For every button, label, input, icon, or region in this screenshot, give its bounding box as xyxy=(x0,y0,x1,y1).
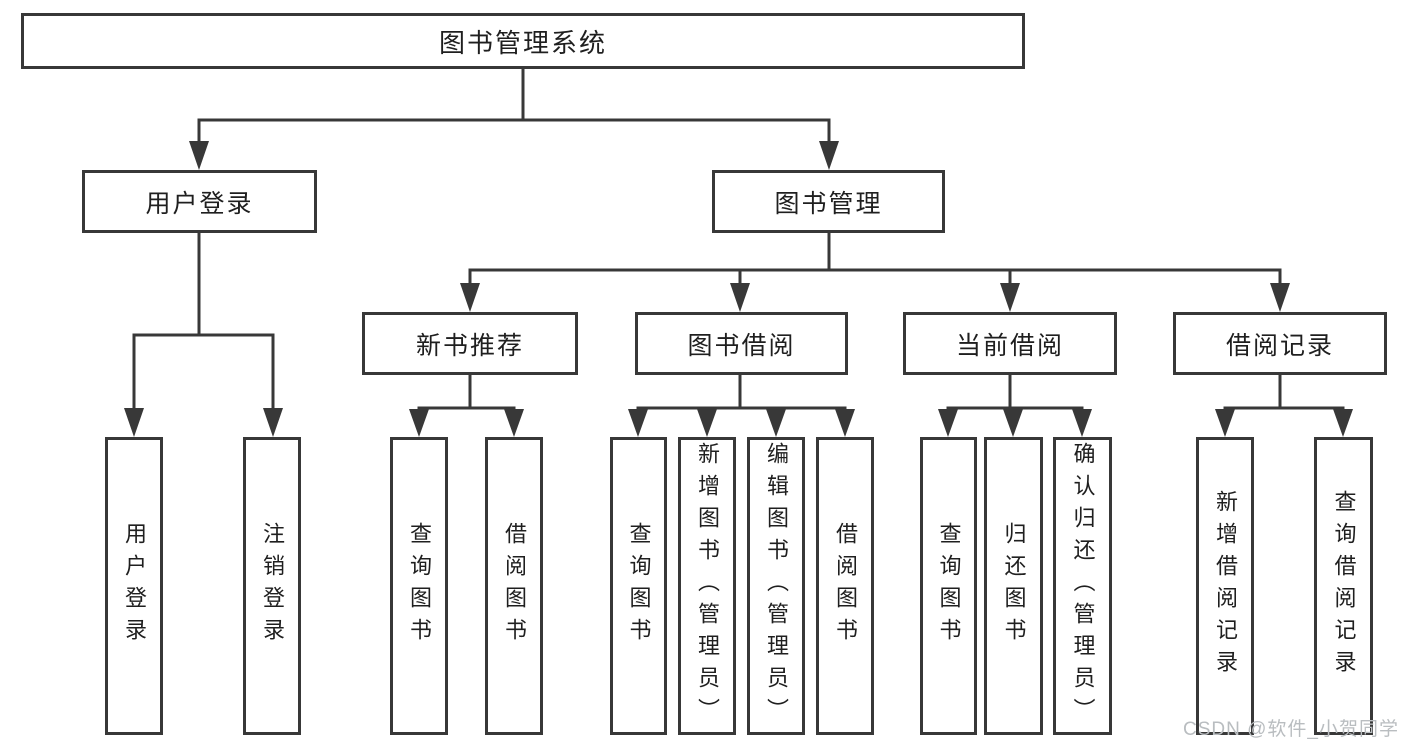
node-leaf-return-books-label: 归还图书 xyxy=(1001,522,1027,650)
node-leaf-query-books-current-label: 查询图书 xyxy=(936,522,962,650)
node-leaf-borrow-books-rec-label: 借阅图书 xyxy=(502,522,527,650)
node-leaf-add-borrow-record: 新增借阅记录 xyxy=(1196,437,1254,735)
node-user-login: 用户登录 xyxy=(82,170,317,233)
node-book-management-label: 图书管理 xyxy=(774,189,883,218)
connector-root-to-level2 xyxy=(189,69,839,170)
node-leaf-user-login-label: 用户登录 xyxy=(122,522,147,650)
node-leaf-edit-books-admin: 编辑图书（管理员） xyxy=(747,437,805,735)
node-leaf-add-books-admin-label: 新增图书（管理员） xyxy=(695,442,720,730)
node-leaf-query-books-rec: 查询图书 xyxy=(390,437,448,735)
node-leaf-add-books-admin: 新增图书（管理员） xyxy=(678,437,736,735)
node-leaf-logout-label: 注销登录 xyxy=(260,522,285,650)
node-leaf-return-books: 归还图书 xyxy=(984,437,1043,735)
node-leaf-query-books-borrow: 查询图书 xyxy=(610,437,667,735)
connector-current-borrow-to-leaves xyxy=(938,375,1092,437)
node-borrowing-records: 借阅记录 xyxy=(1173,312,1387,375)
node-leaf-borrow-books-label: 借阅图书 xyxy=(833,522,858,650)
node-leaf-query-borrow-record: 查询借阅记录 xyxy=(1314,437,1373,735)
connector-borrow-records-to-leaves xyxy=(1215,375,1353,437)
node-book-borrowing: 图书借阅 xyxy=(635,312,848,375)
node-leaf-query-borrow-record-label: 查询借阅记录 xyxy=(1331,490,1357,682)
node-new-book-recommendation: 新书推荐 xyxy=(362,312,578,375)
node-root-label: 图书管理系统 xyxy=(438,27,607,58)
node-leaf-confirm-return-admin: 确认归还（管理员） xyxy=(1053,437,1112,735)
connector-user-login-to-leaves xyxy=(124,233,283,437)
node-leaf-confirm-return-admin-label: 确认归还（管理员） xyxy=(1070,442,1096,730)
connector-book-management-to-level3 xyxy=(460,233,1290,312)
node-leaf-borrow-books: 借阅图书 xyxy=(816,437,874,735)
connector-book-borrow-to-leaves xyxy=(628,375,855,437)
node-leaf-logout: 注销登录 xyxy=(243,437,301,735)
node-leaf-edit-books-admin-label: 编辑图书（管理员） xyxy=(764,442,789,730)
node-borrowing-records-label: 借阅记录 xyxy=(1225,331,1334,360)
node-leaf-borrow-books-rec: 借阅图书 xyxy=(485,437,543,735)
node-new-book-recommendation-label: 新书推荐 xyxy=(415,331,524,360)
node-current-borrowing: 当前借阅 xyxy=(903,312,1117,375)
node-book-management: 图书管理 xyxy=(712,170,945,233)
node-leaf-add-borrow-record-label: 新增借阅记录 xyxy=(1213,490,1238,682)
node-leaf-query-books-current: 查询图书 xyxy=(920,437,977,735)
node-current-borrowing-label: 当前借阅 xyxy=(955,331,1064,360)
node-book-borrowing-label: 图书借阅 xyxy=(687,331,796,360)
node-leaf-query-books-borrow-label: 查询图书 xyxy=(626,522,652,650)
node-leaf-query-books-rec-label: 查询图书 xyxy=(407,522,432,650)
node-root: 图书管理系统 xyxy=(21,13,1025,69)
node-user-login-label: 用户登录 xyxy=(145,189,254,218)
node-leaf-user-login: 用户登录 xyxy=(105,437,163,735)
connector-new-book-rec-to-leaves xyxy=(409,375,524,437)
